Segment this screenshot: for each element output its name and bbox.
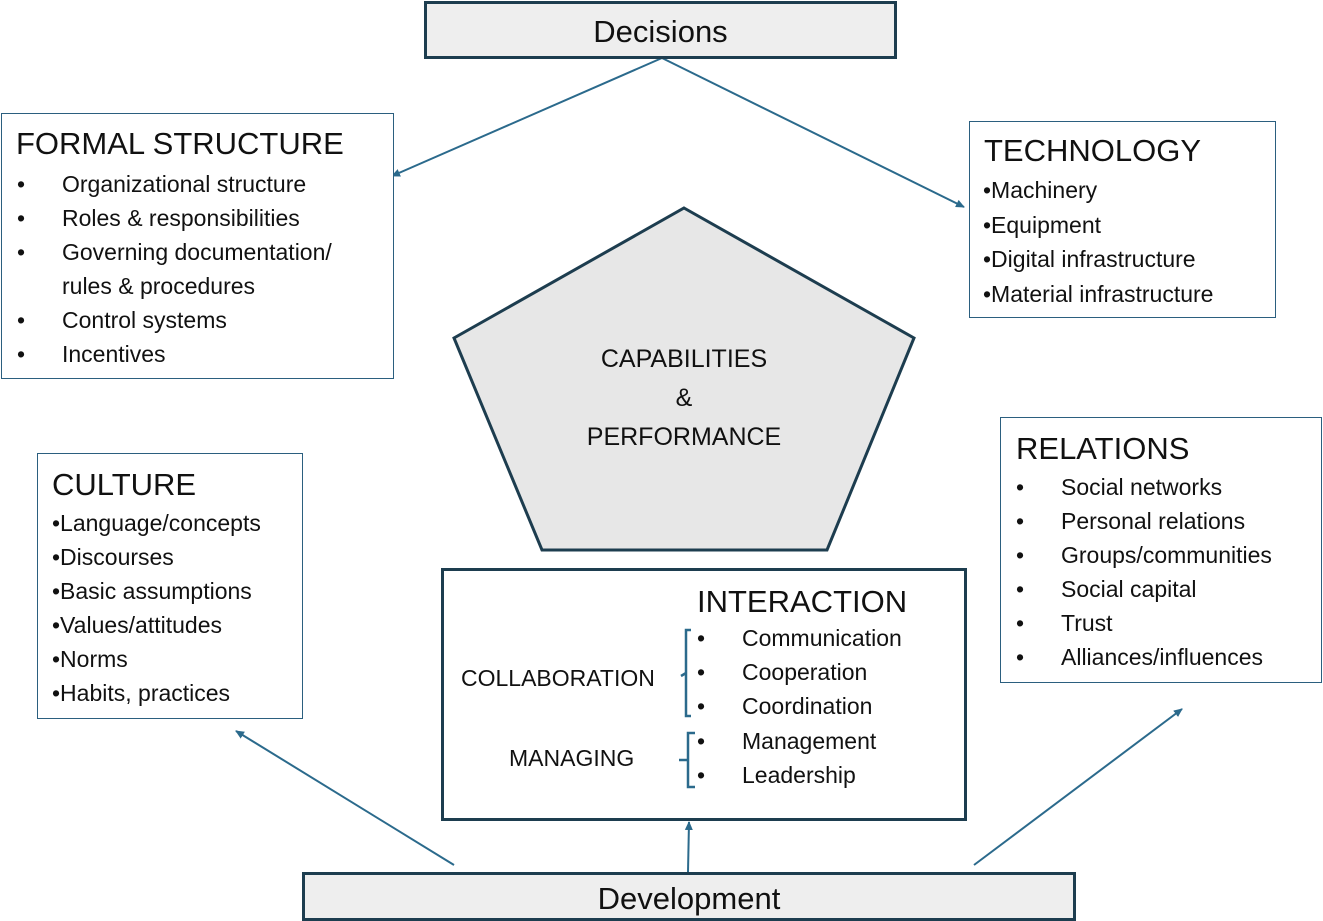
interaction-title: INTERACTION	[697, 584, 908, 619]
bullet-icon: •	[697, 625, 706, 651]
bullet-icon: •	[17, 171, 26, 197]
arrow-decisions-to-technology	[661, 57, 965, 208]
list-item: •Norms	[52, 646, 128, 672]
bullet-icon: •	[697, 659, 706, 685]
list-item: •Communication	[697, 621, 902, 655]
list-item: •Groups/communities	[1016, 538, 1272, 572]
relations-title: RELATIONS	[1016, 431, 1190, 466]
list-item: •Incentives	[17, 337, 332, 371]
list-item: •Language/concepts	[52, 510, 261, 536]
list-item: •Control systems	[17, 303, 332, 337]
bullet-icon: •	[1016, 610, 1025, 636]
managing-label: MANAGING	[509, 745, 635, 771]
bullet-icon: •	[697, 762, 706, 788]
bullet-icon: •	[17, 239, 26, 265]
list-item: •Roles & responsibilities	[17, 201, 332, 235]
bullet-icon: •	[17, 341, 26, 367]
list-item: •Habits, practices	[52, 680, 231, 706]
capabilities-line3: PERFORMANCE	[586, 423, 782, 451]
managing-bracket	[679, 731, 695, 789]
technology-list: •Machinery •Equipment •Digital infrastru…	[983, 173, 1213, 311]
bullet-icon: •	[1016, 576, 1025, 602]
list-item: •Discourses	[52, 544, 174, 570]
bullet-icon: •	[1016, 508, 1025, 534]
collaboration-list: •Communication •Cooperation •Coordinatio…	[697, 621, 902, 723]
formal-structure-box: FORMAL STRUCTURE •Organizational structu…	[1, 113, 394, 379]
arrow-development-to-relations	[973, 708, 1183, 866]
bullet-icon: •	[697, 728, 706, 754]
bullet-icon: •	[17, 307, 26, 333]
decisions-label: Decisions	[593, 14, 728, 49]
capabilities-text: CAPABILITIES & PERFORMANCE	[564, 340, 804, 457]
list-item: •Coordination	[697, 689, 902, 723]
list-item: •Organizational structure	[17, 167, 332, 201]
managing-list: •Management •Leadership	[697, 724, 876, 792]
culture-list: •Language/concepts •Discourses •Basic as…	[52, 506, 261, 710]
list-item: •Values/attitudes	[52, 612, 223, 638]
decisions-box: Decisions	[424, 1, 897, 59]
list-item: •Management	[697, 724, 876, 758]
list-item: •Social capital	[1016, 572, 1272, 606]
list-item: •Trust	[1016, 606, 1272, 640]
collaboration-bracket	[680, 628, 691, 718]
relations-list: •Social networks •Personal relations •Gr…	[1016, 470, 1272, 674]
bullet-icon: •	[1016, 542, 1025, 568]
list-item: •Machinery	[983, 177, 1098, 203]
list-item: •Material infrastructure	[983, 280, 1214, 307]
list-item: •Digital infrastructure	[983, 246, 1196, 272]
culture-box: CULTURE •Language/concepts •Discourses •…	[37, 453, 303, 719]
culture-title: CULTURE	[52, 467, 197, 502]
bullet-icon: •	[697, 693, 706, 719]
bullet-icon: •	[1016, 644, 1025, 670]
interaction-box: INTERACTION	[441, 568, 967, 821]
list-item: •Social networks	[1016, 470, 1272, 504]
formal-structure-list: •Organizational structure •Roles & respo…	[17, 167, 332, 371]
collaboration-label: COLLABORATION	[461, 665, 655, 691]
capabilities-line2: &	[675, 384, 693, 412]
list-item: •Cooperation	[697, 655, 902, 689]
list-item: •Personal relations	[1016, 504, 1272, 538]
relations-box: RELATIONS •Social networks •Personal rel…	[1000, 417, 1322, 683]
list-item: •Leadership	[697, 758, 876, 792]
capabilities-pentagon	[452, 206, 916, 552]
arrow-development-to-interaction	[684, 821, 693, 873]
list-item: •Alliances/influences	[1016, 640, 1272, 674]
technology-title: TECHNOLOGY	[984, 133, 1202, 168]
development-label: Development	[597, 881, 781, 916]
technology-box: TECHNOLOGY •Machinery •Equipment •Digita…	[969, 121, 1276, 318]
list-item: rules & procedures	[62, 273, 256, 299]
list-item: •Equipment	[983, 211, 1102, 238]
arrow-development-to-culture	[235, 730, 455, 866]
list-item: •Basic assumptions	[52, 578, 252, 604]
capabilities-line1: CAPABILITIES	[600, 345, 768, 373]
list-item: •Governing documentation/	[17, 235, 332, 269]
arrow-decisions-to-formal-structure	[391, 57, 663, 177]
bullet-icon: •	[17, 205, 26, 231]
development-box: Development	[302, 872, 1076, 921]
formal-structure-title: FORMAL STRUCTURE	[16, 126, 344, 161]
bullet-icon: •	[1016, 474, 1025, 500]
